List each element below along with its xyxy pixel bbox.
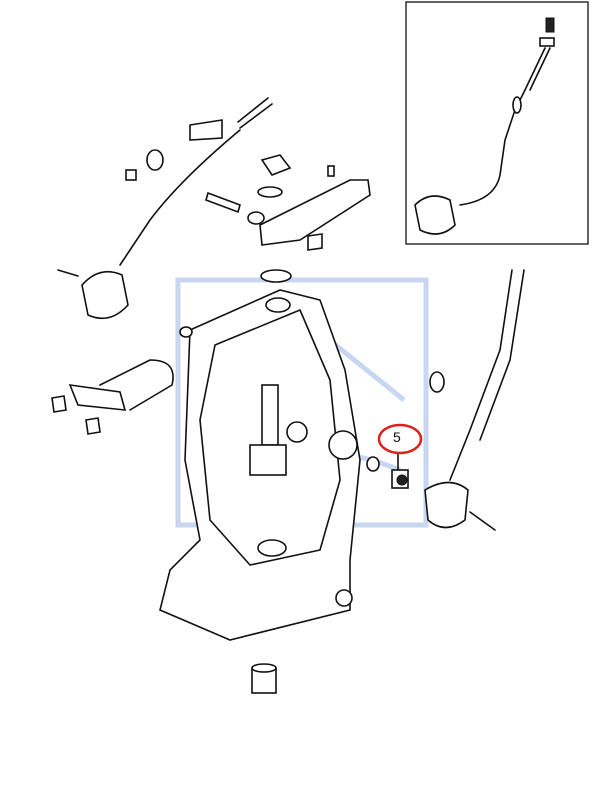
callout-highlight-circle	[377, 423, 423, 455]
trim-sensor-assembly	[57, 97, 273, 320]
steering-arm	[205, 154, 371, 283]
part-5-bushing	[366, 452, 409, 489]
swivel-bracket	[159, 289, 361, 694]
right-sensor-assembly	[424, 269, 525, 531]
mounting-clamp	[51, 326, 193, 435]
callout-label-5: 5	[393, 429, 401, 445]
inset-wiring-detail	[405, 1, 589, 245]
